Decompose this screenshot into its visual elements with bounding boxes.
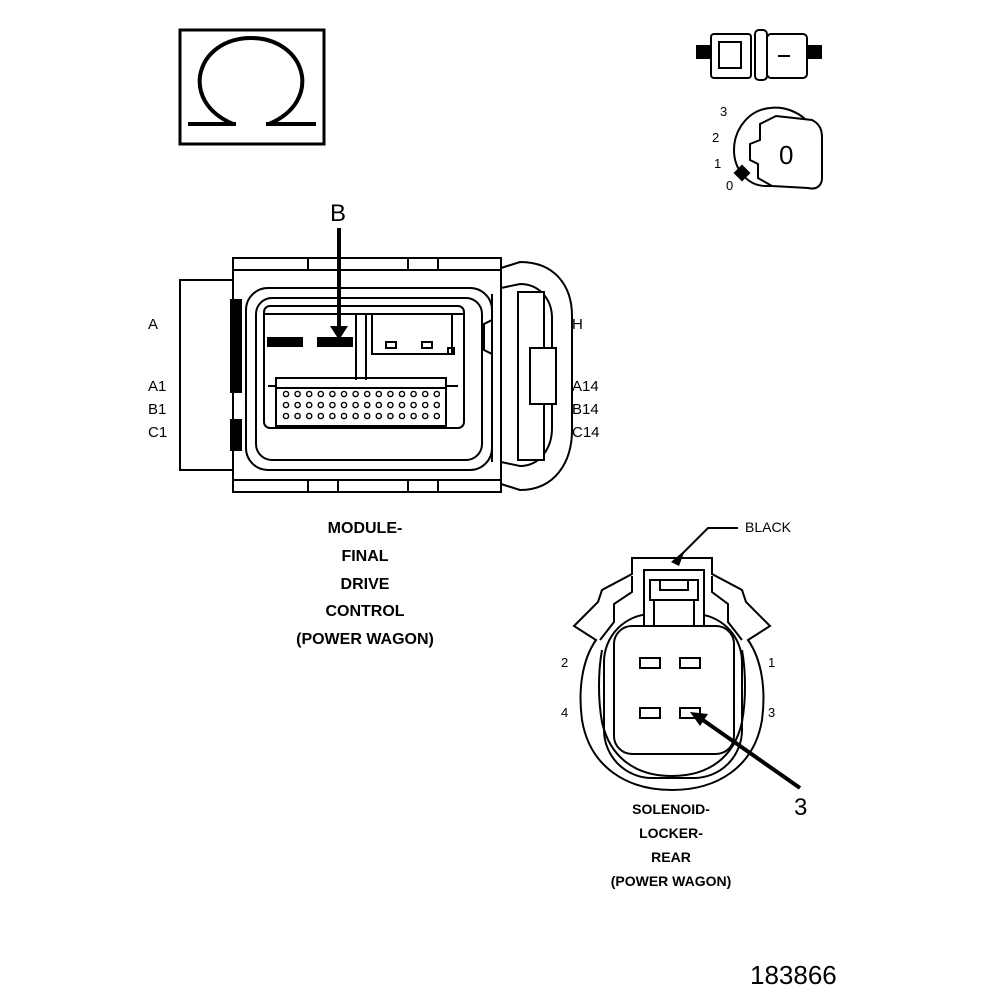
solenoid-title-line-1: SOLENOID- (632, 801, 710, 817)
pin-cavity (305, 390, 313, 398)
pin-cavity (340, 390, 348, 398)
key-tick-1: 1 (714, 156, 722, 171)
ohm-icon (178, 28, 326, 146)
key-tick-0: 0 (726, 178, 734, 193)
pin-cavity (410, 401, 417, 409)
pin-label-h: H (572, 316, 583, 333)
pin-cavity (317, 401, 325, 409)
pin-cavity (398, 401, 406, 409)
pin-label-b1: B1 (148, 401, 167, 418)
module-pin-grid (282, 390, 441, 420)
pin-cavity (305, 401, 313, 409)
pin-cavity (398, 390, 406, 398)
module-title-line-1: MODULE- (327, 520, 403, 537)
pin-cavity (387, 390, 394, 398)
callout-3-label: 3 (794, 794, 808, 821)
pin-cavity (433, 412, 441, 420)
black-color-label: BLACK (745, 519, 791, 535)
pin-cavity (352, 412, 359, 420)
solenoid-pin-4: 4 (561, 705, 569, 720)
module-title-line-2: FINAL (341, 548, 389, 565)
module-title-line-3: DRIVE (340, 576, 390, 593)
pin-cavity (410, 412, 417, 420)
pin-cavity (421, 401, 429, 409)
pin-cavity (375, 401, 383, 409)
pin-cavity (398, 412, 406, 420)
pin-cavity (340, 401, 348, 409)
pin-cavity (363, 390, 371, 398)
pin-label-c14: C14 (572, 424, 600, 441)
pin-cavity (375, 390, 383, 398)
solenoid-pin-1: 1 (768, 655, 776, 670)
pin-cavity (305, 412, 313, 420)
key-value: 0 (779, 140, 794, 170)
key-tick-2: 2 (712, 130, 720, 145)
pin-cavity (387, 401, 394, 409)
pin-cavity (317, 412, 325, 420)
solenoid-pin-3: 3 (768, 705, 776, 720)
solenoid-connector (572, 557, 772, 792)
pin-cavity (421, 390, 429, 398)
callout-b-arrow (330, 228, 348, 340)
pin-cavity (282, 401, 290, 409)
pin-cavity (340, 412, 348, 420)
solenoid-title-line-2: LOCKER- (639, 825, 703, 841)
pin-cavity (375, 412, 383, 420)
solenoid-title-line-4: (POWER WAGON) (610, 873, 732, 889)
key-tick-3: 3 (720, 104, 728, 119)
pin-cavity (363, 401, 371, 409)
module-connector (179, 257, 573, 493)
pin-cavity (433, 401, 441, 409)
key-switch-icon (732, 106, 823, 190)
solenoid-title-line-3: REAR (651, 849, 691, 865)
pin-label-a14: A14 (572, 378, 599, 395)
pin-cavity (352, 390, 359, 398)
pin-cavity (294, 390, 301, 398)
module-title-line-5: (POWER WAGON) (296, 631, 434, 648)
pin-cavity (410, 390, 417, 398)
black-callout-leader (671, 527, 738, 566)
pin-label-a1: A1 (148, 378, 167, 395)
pin-cavity (433, 390, 441, 398)
module-title-line-4: CONTROL (325, 603, 405, 620)
pin-cavity (352, 401, 359, 409)
pin-label-b14: B14 (572, 401, 599, 418)
pin-cavity (363, 412, 371, 420)
callout-3-arrow (690, 712, 802, 790)
pin-cavity (421, 412, 429, 420)
pin-cavity (294, 401, 301, 409)
pin-cavity (282, 390, 290, 398)
pin-label-a: A (148, 316, 159, 333)
pin-cavity (329, 390, 336, 398)
pin-cavity (294, 412, 301, 420)
terminal-plug-icon (696, 29, 822, 81)
pin-cavity (317, 390, 325, 398)
callout-b-label: B (330, 200, 347, 227)
solenoid-pin-2: 2 (561, 655, 569, 670)
pin-cavity (329, 401, 336, 409)
pin-label-c1: C1 (148, 424, 168, 441)
pin-cavity (387, 412, 394, 420)
pin-cavity (329, 412, 336, 420)
pin-cavity (282, 412, 290, 420)
figure-number: 183866 (750, 960, 837, 990)
